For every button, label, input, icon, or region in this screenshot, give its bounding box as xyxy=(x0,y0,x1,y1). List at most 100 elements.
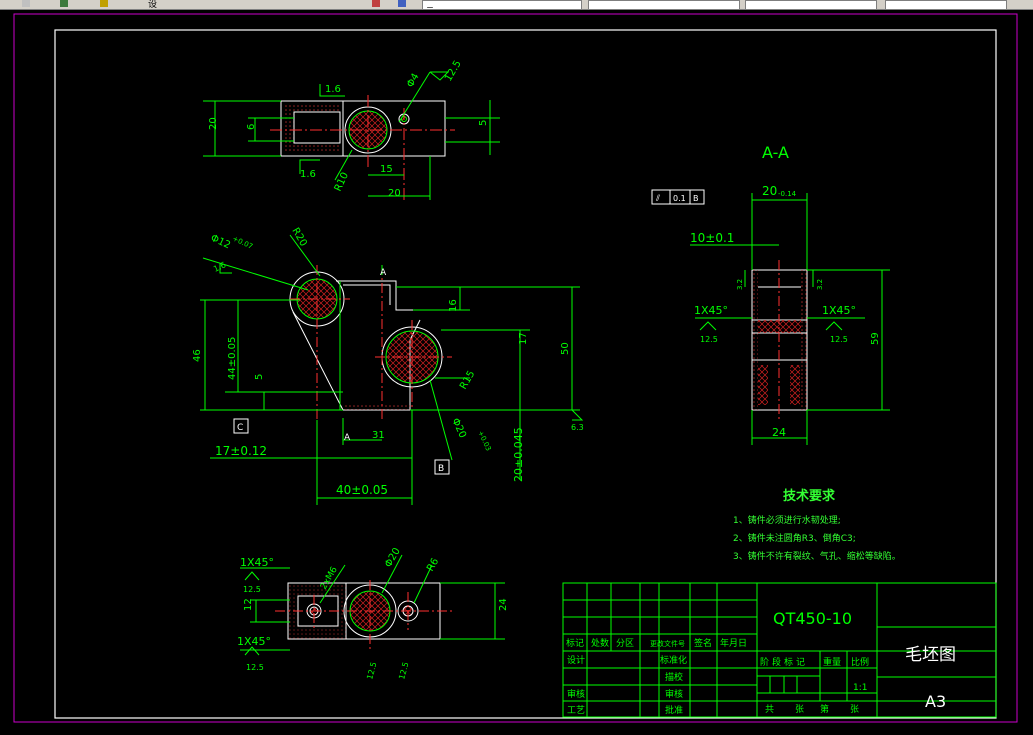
drawing-frame xyxy=(54,29,997,719)
hdr-3: 分区 xyxy=(616,638,634,649)
linetype-dropdown[interactable]: —— xyxy=(745,0,877,9)
dim-front-11: R15 xyxy=(458,369,477,392)
hdr-5: 签名 xyxy=(694,637,712,649)
section-title: A-A xyxy=(762,143,789,162)
dim-front-7: 5 xyxy=(254,374,265,380)
top-view-dims: 1.6 20 6 1.6 R10 15 20 5 Φ4 12.5 xyxy=(208,59,489,199)
stage-2: 重量 xyxy=(823,656,841,668)
dim-front-13: 31 xyxy=(372,430,385,441)
dim-bot-10: 12.5 xyxy=(365,661,378,681)
dim-top-3: 6 xyxy=(246,124,257,130)
stage-1: 阶段标记 xyxy=(760,656,808,668)
mid-1: 标准化 xyxy=(660,654,687,666)
hdr-2: 处数 xyxy=(591,637,609,649)
dim-bot-1: 1X45° xyxy=(240,556,274,569)
color-dropdown[interactable] xyxy=(588,0,740,9)
dim-top-4: 1.6 xyxy=(300,169,316,180)
dim-top-7: 20 xyxy=(388,188,401,199)
mid-3: 审核 xyxy=(665,688,683,700)
toolbar-icon-2[interactable] xyxy=(60,0,68,7)
dim-front-8: 16 xyxy=(448,299,459,312)
note-3: 3、铸件不许有裂纹、气孔、缩松等缺陷。 xyxy=(733,550,901,562)
toolbar-icon-5[interactable] xyxy=(398,0,406,7)
dim-sec-6: 1X45° xyxy=(822,304,856,317)
layer-dropdown[interactable]: 二 xyxy=(422,0,582,9)
datum-b: B xyxy=(438,464,444,474)
dim-bot-3: 12 xyxy=(243,598,254,611)
layer-label: 设 xyxy=(148,0,158,10)
stage-3: 比例 xyxy=(851,656,869,668)
drawing-canvas[interactable]: 1.6 20 6 1.6 R10 15 20 5 Φ4 12.5 xyxy=(0,10,1033,735)
bottom-3: 第 xyxy=(820,703,829,715)
dim-sec-11: 24 xyxy=(772,426,786,439)
dim-front-3: R20 xyxy=(289,226,308,249)
toolbar-icon-4[interactable] xyxy=(372,0,380,7)
tol-datum: B xyxy=(693,194,699,203)
dim-front-16: Φ20 xyxy=(449,417,468,440)
dim-sec-8: 3.2 xyxy=(736,279,744,290)
dim-front-14: 17±0.12 xyxy=(215,444,267,458)
dim-top-10: 12.5 xyxy=(443,59,464,84)
dim-top-9: Φ4 xyxy=(405,72,422,90)
dim-bot-8: 1X45° xyxy=(237,635,271,648)
notes-title: 技术要求 xyxy=(783,488,836,504)
dim-sec-9: 3.2 xyxy=(816,279,824,290)
dim-front-18: 20±0.045 xyxy=(512,427,525,482)
toolbar: 设 二 —— xyxy=(0,0,1033,10)
dim-bot-5: Φ20 xyxy=(383,546,403,569)
dim-sec-5: 12.5 xyxy=(700,335,718,344)
section-view xyxy=(751,260,808,420)
dim-front-15: 40±0.05 xyxy=(336,483,388,497)
part-name: 毛坯图 xyxy=(905,645,956,665)
note-2: 2、铸件未注圆角R3、倒角C3; xyxy=(733,532,856,544)
hdr-1: 标记 xyxy=(566,637,584,649)
toolbar-icon-3[interactable] xyxy=(100,0,108,7)
section-texts: A-A ⫽ 0.1 B 20 -0.14 10±0.1 1X45° 12.5 1… xyxy=(655,143,881,439)
front-view-datums: C A B A xyxy=(237,268,444,474)
dim-front-2: +0.07 xyxy=(231,235,254,251)
tol-symbol: ⫽ xyxy=(655,194,660,204)
dim-bot-6: R6 xyxy=(425,556,441,573)
dim-front-17: +0.03 xyxy=(476,429,492,452)
dim-sec-7: 12.5 xyxy=(830,335,848,344)
bottom-4: 张 xyxy=(850,704,859,715)
dim-sec-4: 1X45° xyxy=(694,304,728,317)
dim-front-12: 6.3 xyxy=(571,423,584,432)
dim-sec-10: 59 xyxy=(870,332,881,345)
note-1: 1、铸件必须进行水韧处理; xyxy=(733,514,841,526)
datum-c: C xyxy=(237,423,243,433)
scale: 1:1 xyxy=(853,683,867,693)
dim-top-8: 5 xyxy=(478,120,489,126)
dim-bot-11: 12.5 xyxy=(397,661,410,681)
front-view xyxy=(289,265,452,470)
bottom-view-dimlines xyxy=(240,554,505,656)
dim-front-4: 1.6 xyxy=(212,260,227,274)
bottom-2: 张 xyxy=(795,704,804,715)
dim-sec-3: 10±0.1 xyxy=(690,231,734,245)
dim-top-1: 1.6 xyxy=(325,84,341,95)
bottom-view xyxy=(275,580,455,650)
datum-a-top: A xyxy=(380,268,387,278)
top-view xyxy=(203,71,500,200)
tol-value: 0.1 xyxy=(673,194,686,203)
dim-front-9: 17 xyxy=(518,332,529,345)
mid-4: 批准 xyxy=(665,704,683,716)
bottom-1: 共 xyxy=(765,704,774,715)
dim-front-5: 46 xyxy=(192,349,203,362)
left-3: 工艺 xyxy=(567,705,585,716)
dim-front-1: Φ12 xyxy=(209,233,232,252)
hdr-6: 年月日 xyxy=(720,637,747,649)
dim-bot-2: 12.5 xyxy=(243,585,261,594)
dim-top-2: 20 xyxy=(208,117,219,130)
toolbar-icon-1[interactable] xyxy=(22,0,30,7)
left-2: 审核 xyxy=(567,688,585,700)
section-dimlines xyxy=(690,193,890,445)
sheet-size: A3 xyxy=(925,692,946,711)
dim-front-6: 44±0.05 xyxy=(227,337,238,380)
tolerance-frame xyxy=(651,189,705,205)
datum-c-box xyxy=(233,418,249,434)
lineweight-dropdown[interactable] xyxy=(885,0,1007,9)
dim-bot-9: 12.5 xyxy=(246,663,264,672)
dim-top-6: 15 xyxy=(380,164,393,175)
left-1: 设计 xyxy=(567,654,585,666)
